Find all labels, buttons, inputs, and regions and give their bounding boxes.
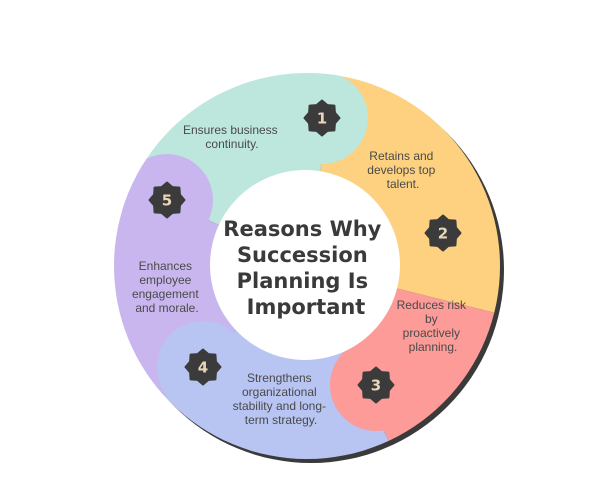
badge-1: 1	[303, 99, 341, 137]
badge-5: 5	[148, 181, 186, 219]
star-badge-icon	[424, 214, 462, 252]
reason-5-text: Enhances employee engagement and morale.	[132, 259, 202, 315]
star-badge-icon	[357, 366, 395, 404]
segment-5	[114, 156, 307, 440]
segment-4	[114, 266, 417, 459]
diagram-title: Reasons Why Succession Planning Is Impor…	[223, 217, 388, 319]
badge-number: 5	[162, 192, 172, 210]
reason-4-text: Strengthens organizational stability and…	[233, 371, 330, 427]
badge-3: 3	[357, 366, 395, 404]
badge-number: 2	[438, 225, 448, 243]
badge-4: 4	[184, 348, 222, 386]
badge-number: 4	[198, 359, 208, 377]
reason-1-text: Ensures business continuity.	[183, 123, 281, 151]
reason-3-text: Reduces risk by proactively planning.	[397, 298, 470, 354]
star-badge-icon	[184, 348, 222, 386]
reason-2-text: Retains and develops top talent.	[367, 149, 438, 191]
star-badge-icon	[148, 181, 186, 219]
badge-2: 2	[424, 214, 462, 252]
badge-number: 1	[317, 110, 327, 128]
center-circle	[210, 170, 400, 360]
badge-number: 3	[371, 377, 381, 395]
star-badge-icon	[303, 99, 341, 137]
